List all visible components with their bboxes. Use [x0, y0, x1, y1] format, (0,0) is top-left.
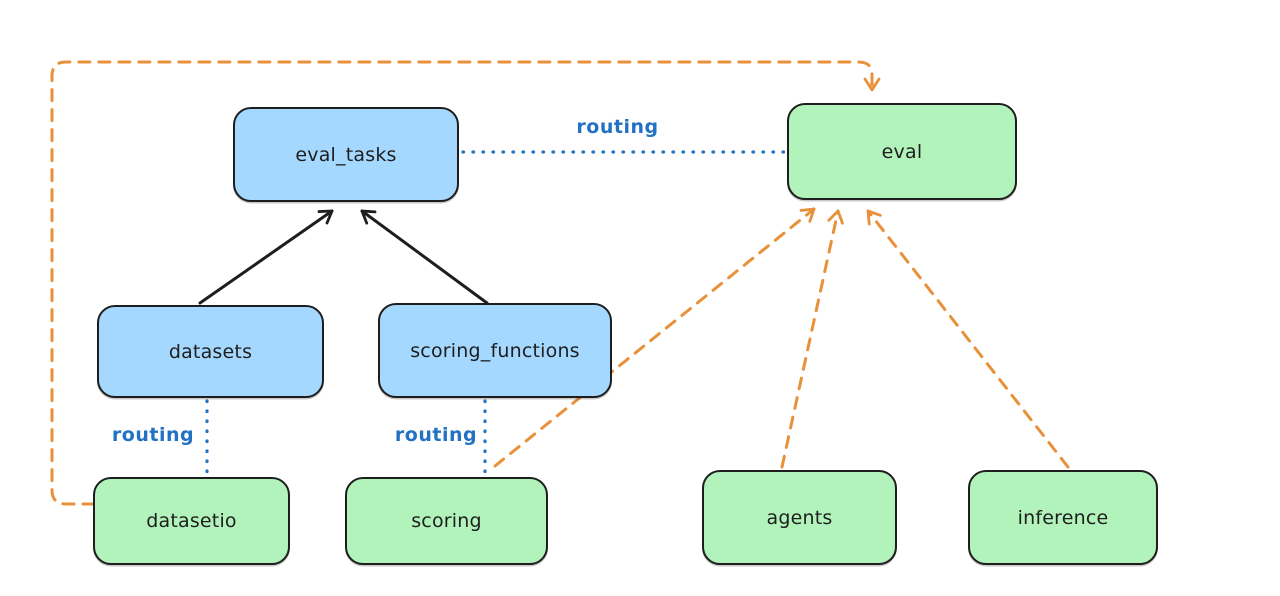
node-agents-label: agents	[766, 506, 833, 529]
node-scoring-functions-label: scoring_functions	[410, 339, 580, 362]
node-scoring: scoring	[345, 477, 548, 565]
edge-scoring-to-eval	[493, 207, 816, 468]
node-inference-label: inference	[1017, 506, 1109, 529]
edge-scoring-functions-to-eval-tasks	[360, 209, 489, 305]
node-inference: inference	[968, 470, 1158, 565]
routing-label-datasets-datasetio: routing	[111, 424, 195, 446]
node-scoring-label: scoring	[411, 510, 482, 532]
node-eval: eval	[787, 103, 1017, 200]
node-eval-label: eval	[881, 140, 923, 163]
node-datasets-label: datasets	[168, 340, 253, 363]
node-eval-tasks-label: eval_tasks	[295, 143, 397, 166]
node-datasetio: datasetio	[93, 477, 290, 565]
node-agents: agents	[702, 470, 897, 565]
edge-agents-to-eval	[780, 209, 844, 469]
node-datasetio-label: datasetio	[146, 510, 237, 532]
edge-inference-to-eval	[866, 209, 1070, 469]
node-scoring-functions: scoring_functions	[378, 303, 612, 398]
node-datasets: datasets	[97, 305, 324, 398]
node-eval-tasks: eval_tasks	[233, 107, 459, 202]
routing-label-scoring-functions-scoring: routing	[394, 424, 478, 446]
routing-label-eval-tasks-eval: routing	[576, 116, 659, 138]
edge-datasets-to-eval-tasks	[198, 209, 334, 305]
edge-datasetio-to-eval-loop	[50, 60, 881, 506]
